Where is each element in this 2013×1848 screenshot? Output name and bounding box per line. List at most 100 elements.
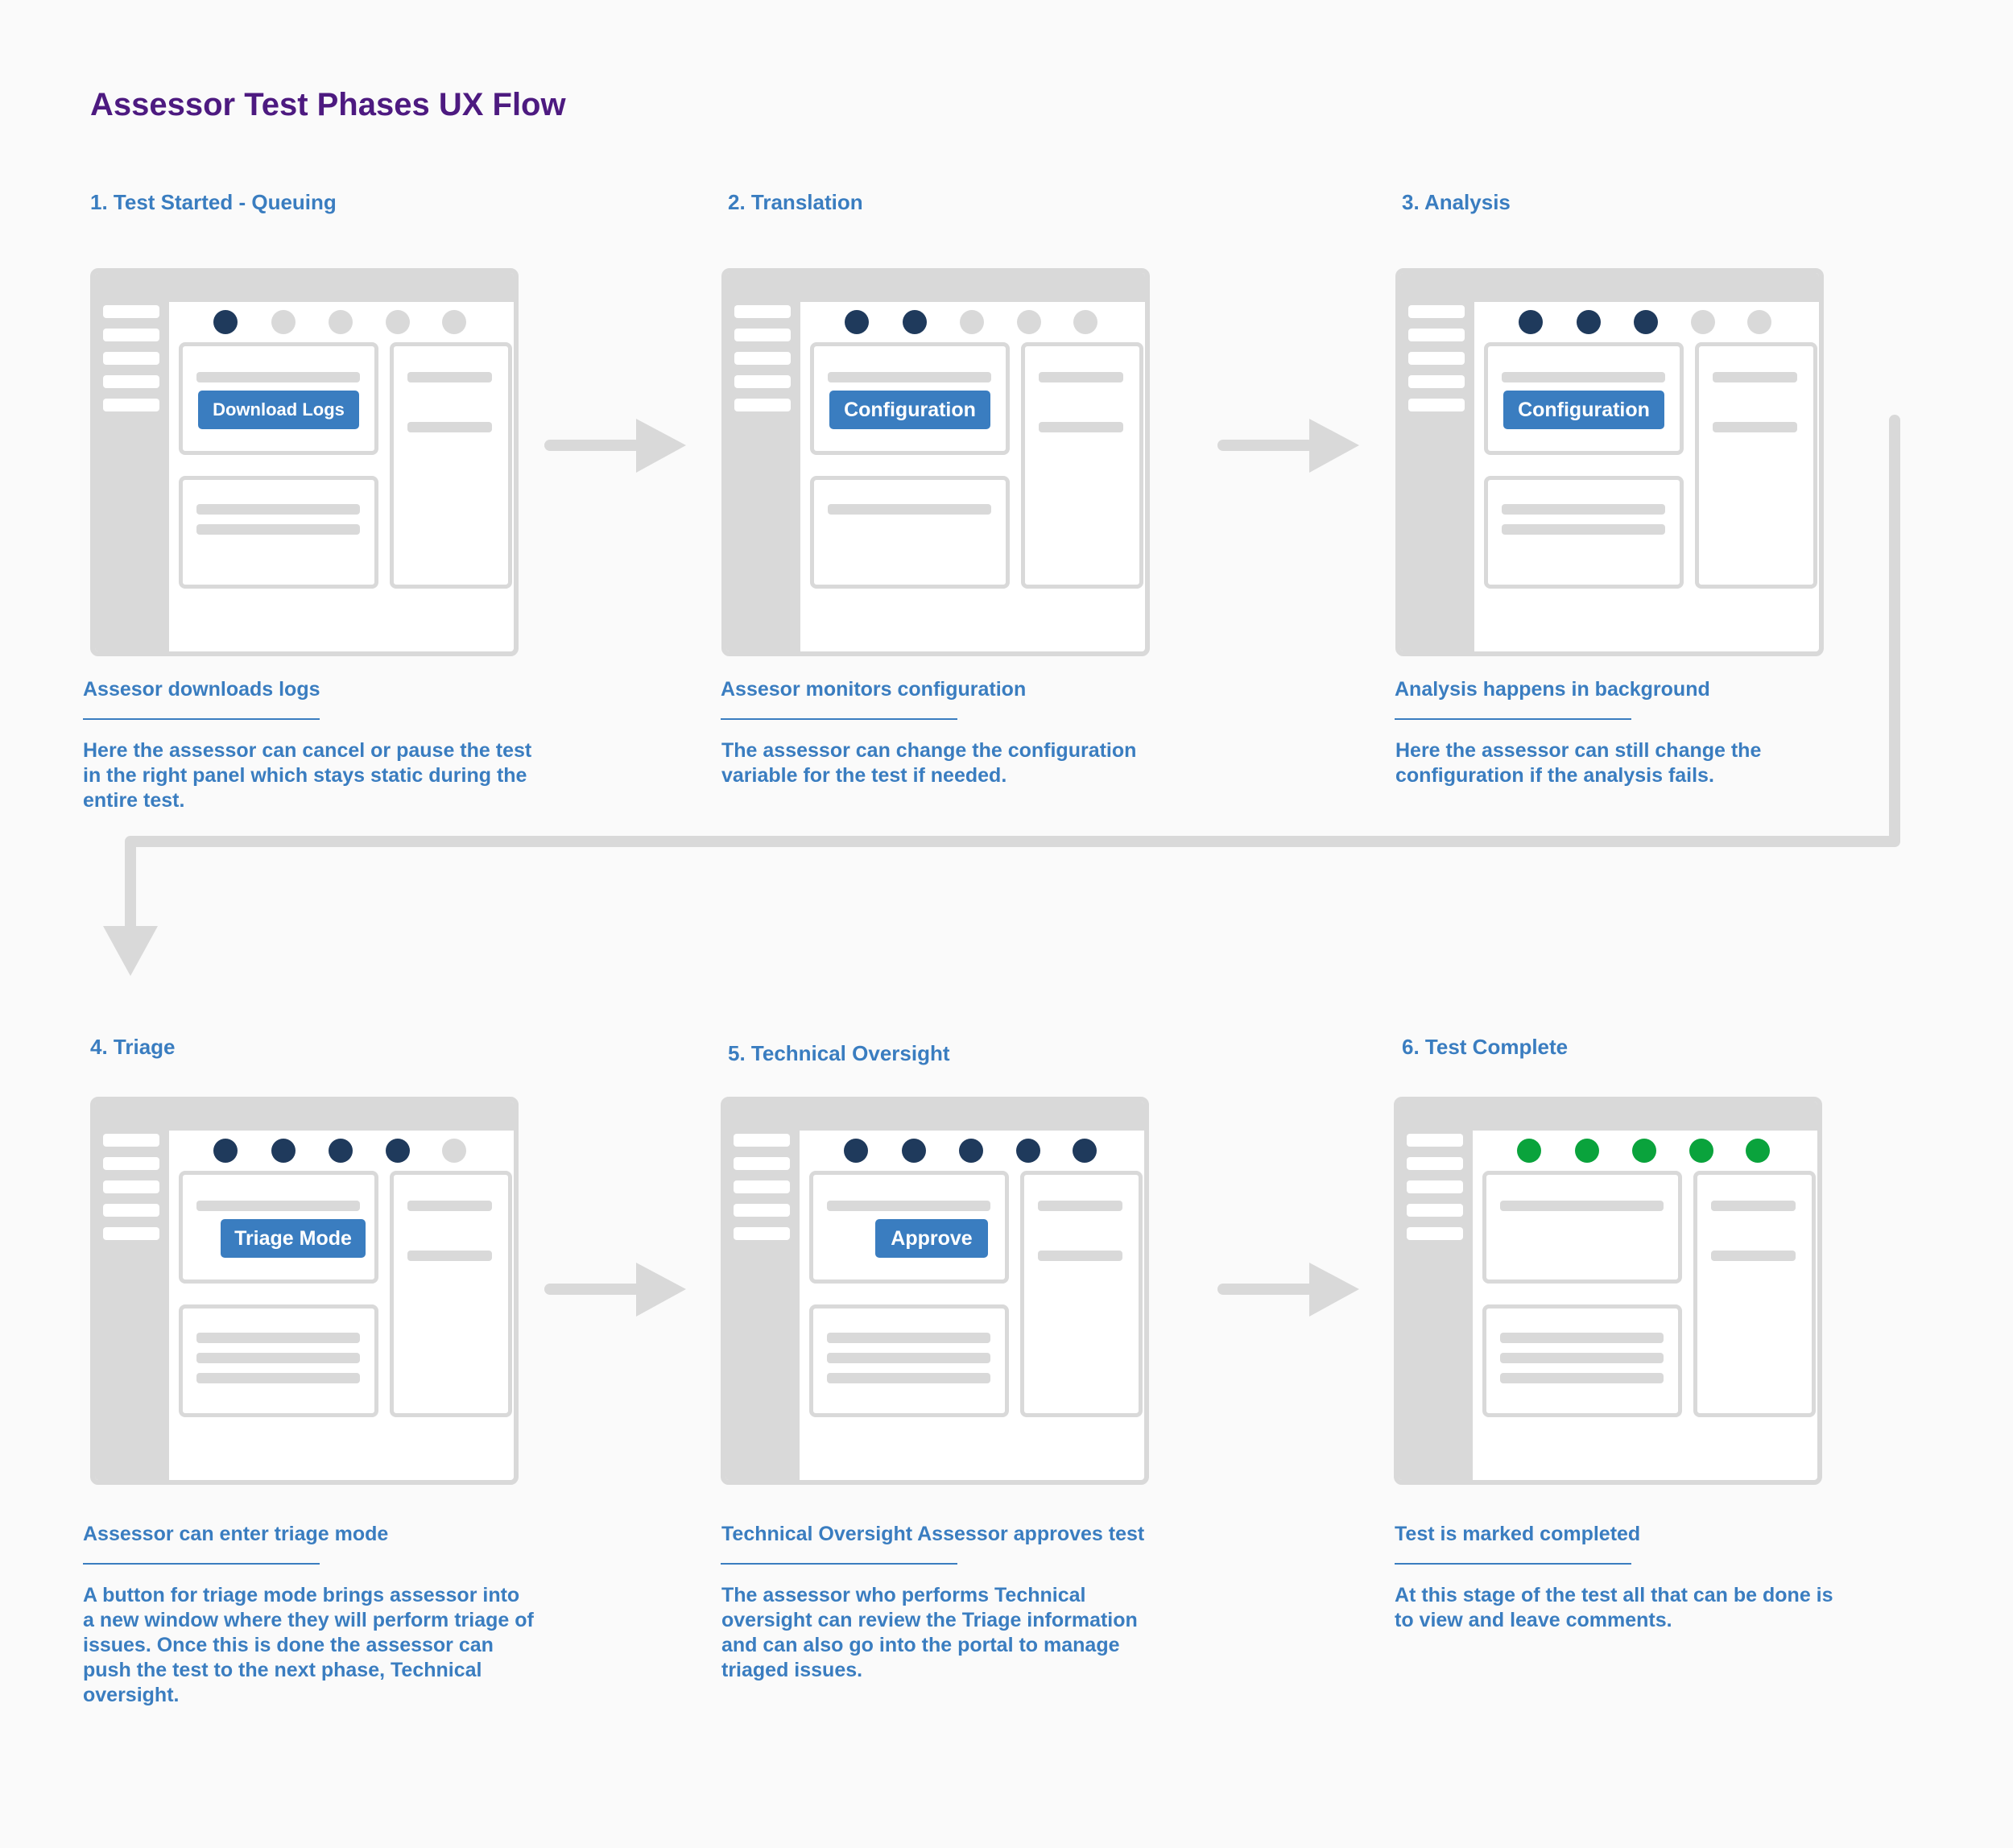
caption-divider (1395, 1563, 1631, 1565)
caption-divider (1395, 718, 1631, 720)
caption-body: Here the assessor can cancel or pause th… (83, 739, 532, 812)
lower-card (179, 476, 378, 589)
sidebar-nav-line (1408, 375, 1465, 388)
placeholder-line (1500, 1201, 1664, 1211)
placeholder-line (1711, 1201, 1796, 1211)
placeholder-line (196, 1373, 360, 1383)
placeholder-line (196, 1201, 360, 1211)
progress-dot (442, 310, 466, 334)
caption-divider (83, 718, 320, 720)
progress-dot (271, 1139, 296, 1163)
sidebar-nav-line (734, 1157, 790, 1170)
progress-dot (213, 1139, 238, 1163)
placeholder-line (196, 524, 360, 535)
placeholder-line (1038, 1201, 1122, 1211)
arrow-phase4-to-phase5 (544, 1263, 686, 1317)
sidebar-nav-line (734, 305, 791, 318)
progress-dot (1691, 310, 1715, 334)
placeholder-line (1713, 422, 1797, 432)
phase-title: 6. Test Complete (1402, 1035, 1569, 1059)
lower-card (810, 476, 1010, 589)
progress-dot (959, 1139, 983, 1163)
wireframe-sidebar (95, 273, 169, 651)
progress-dot (1747, 310, 1771, 334)
progress-dot (1016, 1139, 1040, 1163)
progress-dot (386, 1139, 410, 1163)
wireframe-mockup: Triage Mode (90, 1097, 519, 1485)
placeholder-line (196, 372, 360, 382)
progress-dot (442, 1139, 466, 1163)
caption-heading: Assesor monitors configuration (721, 678, 1027, 701)
sidebar-nav-line (103, 1134, 159, 1147)
arrow-phase5-to-phase6 (1217, 1263, 1359, 1317)
progress-dot (903, 310, 927, 334)
page-title: Assessor Test Phases UX Flow (90, 87, 566, 122)
download-logs-button[interactable]: Download Logs (198, 391, 359, 429)
progress-dot (271, 310, 296, 334)
caption-heading: Analysis happens in background (1395, 678, 1710, 701)
progress-dot (213, 310, 238, 334)
placeholder-line (1500, 1333, 1664, 1343)
wireframe-mockup (1394, 1097, 1822, 1485)
placeholder-line (1500, 1353, 1664, 1363)
phase-title: 5. Technical Oversight (728, 1041, 950, 1065)
right-panel (1693, 1171, 1816, 1417)
progress-dot (960, 310, 984, 334)
main-card (1482, 1171, 1682, 1284)
progress-dot (1073, 1139, 1097, 1163)
placeholder-line (828, 372, 991, 382)
sidebar-nav-line (103, 375, 159, 388)
sidebar-nav-line (1408, 399, 1465, 411)
wireframe-sidebar (1400, 273, 1474, 651)
placeholder-line (1039, 372, 1123, 382)
caption-divider (721, 1563, 957, 1565)
sidebar-nav-line (1407, 1204, 1463, 1217)
caption-body: The assessor who performs Technical over… (721, 1584, 1138, 1681)
sidebar-nav-line (103, 1204, 159, 1217)
caption-heading: Technical Oversight Assessor approves te… (721, 1523, 1145, 1545)
wireframe-sidebar (1399, 1102, 1473, 1480)
arrow-phase2-to-phase3 (1217, 419, 1359, 473)
progress-dot (1517, 1139, 1541, 1163)
sidebar-nav-line (1408, 305, 1465, 318)
placeholder-line (407, 1251, 492, 1261)
sidebar-nav-line (734, 399, 791, 411)
placeholder-line (196, 1333, 360, 1343)
configuration-button[interactable]: Configuration (829, 391, 990, 429)
triage-mode-button[interactable]: Triage Mode (221, 1219, 366, 1258)
placeholder-line (827, 1333, 990, 1343)
sidebar-nav-line (1408, 329, 1465, 341)
sidebar-nav-line (1407, 1227, 1463, 1240)
phase-title: 1. Test Started - Queuing (90, 190, 337, 214)
lower-card (1482, 1304, 1682, 1417)
progress-dot (1746, 1139, 1770, 1163)
progress-dot (1634, 310, 1658, 334)
phase-title: 2. Translation (728, 190, 863, 214)
sidebar-nav-line (103, 399, 159, 411)
progress-dot (844, 1139, 868, 1163)
arrow-phase3-to-phase4 (125, 415, 1900, 940)
wireframe-sidebar (726, 273, 800, 651)
sidebar-nav-line (734, 375, 791, 388)
placeholder-line (1502, 524, 1665, 535)
configuration-button[interactable]: Configuration (1503, 391, 1664, 429)
sidebar-nav-line (103, 1180, 159, 1193)
sidebar-nav-line (1407, 1180, 1463, 1193)
right-panel (1021, 342, 1143, 589)
progress-dot (1017, 310, 1041, 334)
sidebar-nav-line (103, 352, 159, 365)
sidebar-nav-line (734, 329, 791, 341)
progress-dot (1577, 310, 1601, 334)
sidebar-nav-line (734, 1180, 790, 1193)
placeholder-line (196, 1353, 360, 1363)
progress-dot (329, 310, 353, 334)
placeholder-line (196, 504, 360, 515)
caption-body: A button for triage mode brings assessor… (83, 1584, 534, 1706)
lower-card (809, 1304, 1009, 1417)
progress-dot (902, 1139, 926, 1163)
approve-button[interactable]: Approve (875, 1219, 988, 1258)
progress-dot (1689, 1139, 1713, 1163)
phase-title: 4. Triage (90, 1035, 176, 1059)
placeholder-line (407, 422, 492, 432)
